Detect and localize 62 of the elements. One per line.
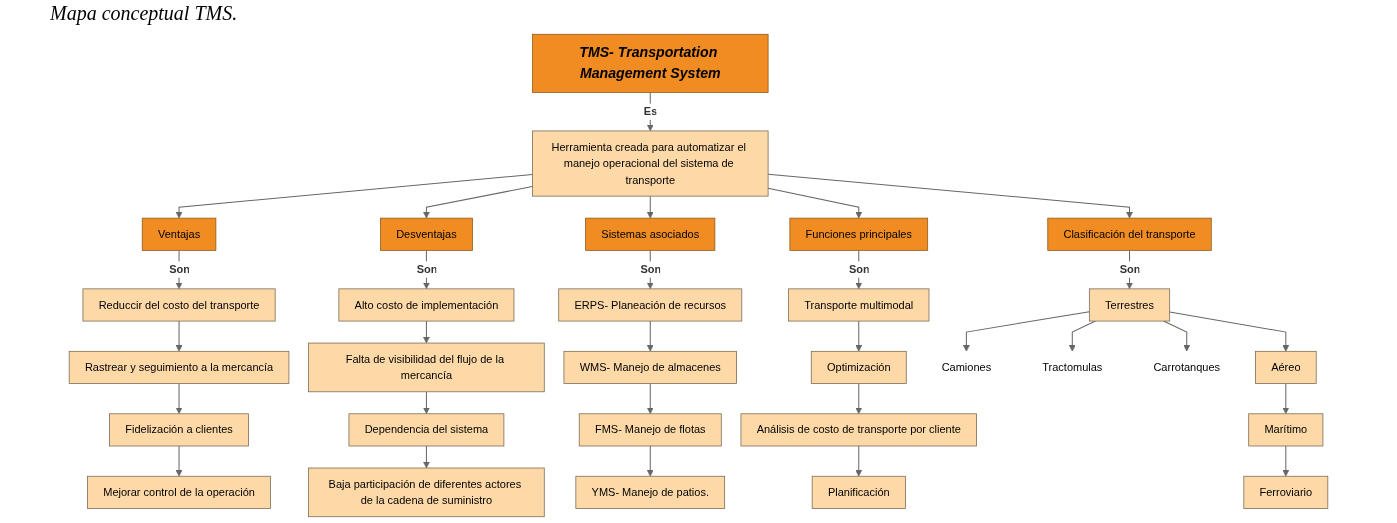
arrow bbox=[1163, 320, 1191, 352]
arrow bbox=[175, 173, 533, 219]
node-box: ERPS- Planeación de recursos bbox=[558, 288, 743, 322]
node-box: Alto costo de implementación bbox=[338, 288, 515, 322]
arrow bbox=[855, 320, 863, 352]
node-box: Funciones principales bbox=[789, 217, 929, 251]
node-box: Ferroviario bbox=[1243, 475, 1329, 509]
node-box: Marítimo bbox=[1248, 413, 1324, 447]
arrow bbox=[646, 249, 654, 290]
node-box: Fidelización a clientes bbox=[109, 413, 249, 447]
edge-label: Son bbox=[1119, 262, 1141, 276]
arrow bbox=[1282, 383, 1290, 415]
edge-label: Son bbox=[416, 262, 438, 276]
node-box: Falta de visibilidad del flujo de la mercancía bbox=[308, 342, 545, 393]
arrow bbox=[175, 445, 183, 477]
caption: Mapa conceptual TMS. bbox=[50, 2, 238, 27]
node-text: Tractomulas bbox=[1042, 360, 1103, 374]
arrow bbox=[646, 320, 654, 352]
arrow bbox=[422, 186, 533, 219]
node-box: TMS- Transportation Management System bbox=[532, 33, 769, 93]
arrow bbox=[422, 445, 430, 469]
arrow bbox=[962, 311, 1090, 352]
node-box: Ventajas bbox=[141, 217, 217, 251]
node-box: Clasificación del transporte bbox=[1047, 217, 1212, 251]
node-box: Aéreo bbox=[1255, 350, 1317, 384]
arrow bbox=[1068, 320, 1096, 352]
edge-label: Son bbox=[848, 262, 870, 276]
arrow bbox=[422, 391, 430, 415]
node-box: Baja participación de diferentes actores de la cadena de suministro bbox=[308, 467, 545, 518]
node-box: Optimización bbox=[810, 350, 907, 384]
arrow bbox=[422, 320, 430, 344]
edge-label: Son bbox=[169, 262, 190, 276]
arrow bbox=[767, 187, 863, 219]
arrow bbox=[1282, 445, 1290, 477]
arrow bbox=[646, 383, 654, 415]
node-box: YMS- Manejo de patios. bbox=[575, 475, 726, 509]
arrow bbox=[175, 249, 183, 290]
arrow bbox=[646, 445, 654, 477]
node-box: Herramienta creada para automatizar el manejo operacional del sistema de transporte bbox=[532, 130, 769, 197]
node-box: Rastrear y seguimiento a la mercancía bbox=[68, 350, 290, 384]
arrow bbox=[646, 195, 654, 219]
node-box: Dependencia del sistema bbox=[348, 413, 505, 447]
node-box: FMS- Manejo de flotas bbox=[578, 413, 722, 447]
node-text: Carrotanques bbox=[1153, 360, 1221, 374]
node-box: Planificación bbox=[811, 475, 906, 509]
arrow bbox=[175, 383, 183, 415]
node-box: Análisis de costo de transporte por cliente bbox=[740, 413, 977, 447]
node-box: WMS- Manejo de almacenes bbox=[563, 350, 737, 384]
node-box: Reduccir del costo del transporte bbox=[82, 288, 276, 322]
node-box: Transporte multimodal bbox=[788, 288, 930, 322]
node-box: Desventajas bbox=[380, 217, 473, 251]
edge-label: Es bbox=[643, 105, 658, 118]
arrow bbox=[855, 445, 863, 477]
node-box: Mejorar control de la operación bbox=[87, 475, 271, 509]
node-box: Sistemas asociados bbox=[585, 217, 716, 251]
edge-label: Son bbox=[640, 262, 662, 276]
node-box: Terrestres bbox=[1088, 288, 1171, 322]
arrow bbox=[855, 383, 863, 415]
node-text: Camiones bbox=[941, 360, 992, 374]
arrow bbox=[1169, 311, 1290, 352]
arrow bbox=[767, 173, 1133, 219]
arrow bbox=[175, 320, 183, 352]
